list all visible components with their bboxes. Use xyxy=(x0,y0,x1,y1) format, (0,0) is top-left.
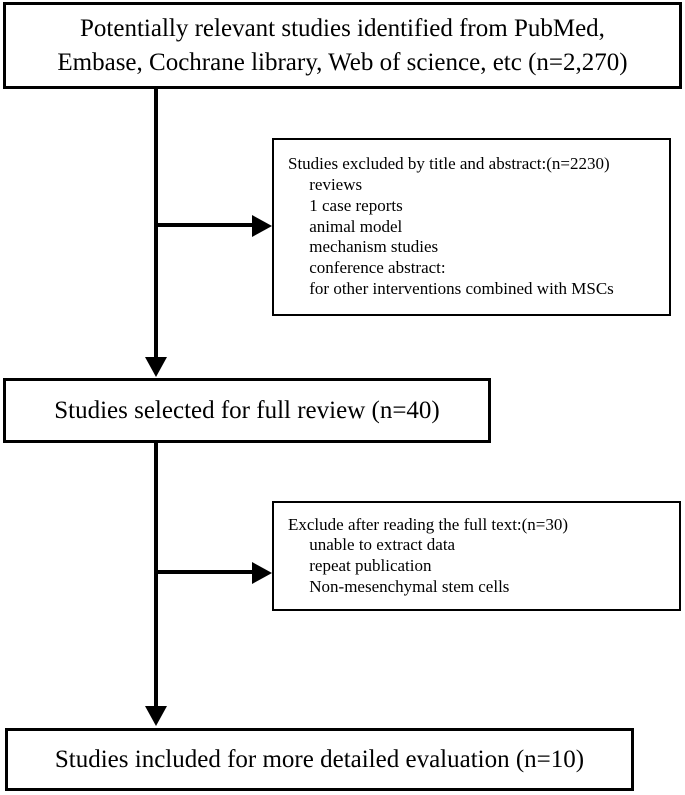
node-studies-identified: Potentially relevant studies identified … xyxy=(3,2,682,89)
arrowhead-right-icon-selected-to-excluded-full-text xyxy=(252,562,272,584)
node-studies-identified-label: Potentially relevant studies identified … xyxy=(57,14,628,76)
node-studies-included-final-label: Studies included for more detailed evalu… xyxy=(54,745,585,773)
arrowhead-down-icon-selected-to-included xyxy=(145,706,167,726)
node-studies-selected-for-full-review: Studies selected for full review (n=40) xyxy=(3,378,491,443)
connector-line-identified-to-excluded-title-abstract xyxy=(156,223,260,227)
node-studies-included-final: Studies included for more detailed evalu… xyxy=(5,728,634,791)
node-excluded-after-reading-full-text: Exclude after reading the full text:(n=3… xyxy=(272,501,681,611)
connector-line-selected-to-included xyxy=(154,443,158,707)
node-excluded-after-reading-full-text-label: Exclude after reading the full text:(n=3… xyxy=(288,514,569,596)
connector-line-selected-to-excluded-full-text xyxy=(156,570,258,574)
node-excluded-by-title-and-abstract: Studies excluded by title and abstract:(… xyxy=(272,138,671,316)
arrowhead-right-icon-identified-to-excluded-title-abstract xyxy=(252,215,272,237)
node-excluded-by-title-and-abstract-label: Studies excluded by title and abstract:(… xyxy=(288,154,614,298)
node-studies-selected-for-full-review-label: Studies selected for full review (n=40) xyxy=(54,396,440,424)
arrowhead-down-icon-identified-to-selected xyxy=(145,357,167,377)
